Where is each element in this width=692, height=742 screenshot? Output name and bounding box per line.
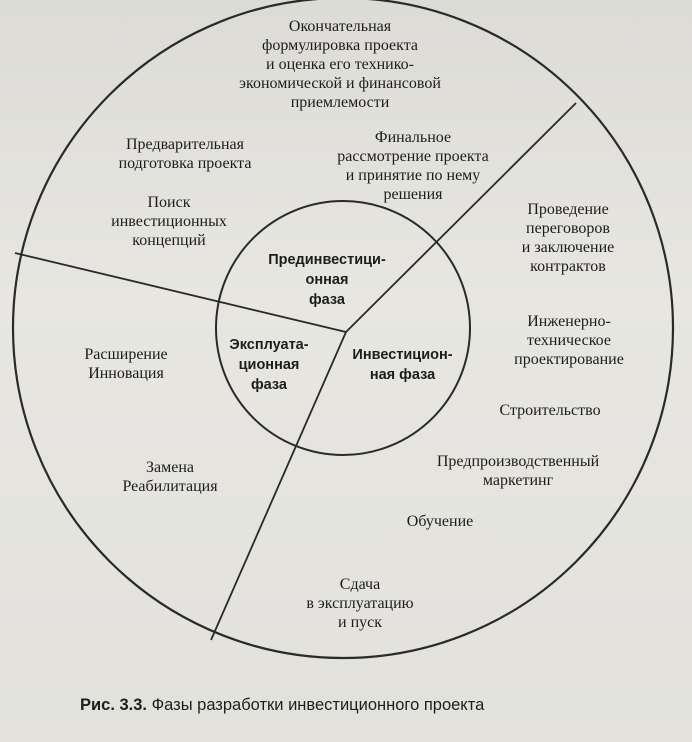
label-final-review: Финальное рассмотрение проекта и приняти… <box>337 129 489 203</box>
figure-caption: Рис. 3.3. Фазы разработки инвестиционног… <box>80 696 640 715</box>
caption-text: Фазы разработки инвестиционного проекта <box>147 696 485 714</box>
inner-circle <box>215 200 471 456</box>
label-pre-investment-phase: Прединвестици- онная фаза <box>268 252 386 308</box>
label-construction: Строительство <box>499 402 601 419</box>
label-expansion-innovation: Расширение Инновация <box>84 346 168 382</box>
label-search-concepts: Поиск инвестиционных концепций <box>111 194 227 249</box>
label-training: Обучение <box>406 513 474 530</box>
label-preliminary-preparation: Предварительная подготовка проекта <box>118 136 252 172</box>
label-commissioning: Сдача в эксплуатацию и пуск <box>306 576 414 631</box>
label-engineering-design: Инженерно- техническое проектирование <box>514 313 624 368</box>
divider-pre-investment-operational <box>14 252 347 333</box>
divider-pre-investment-investment <box>345 102 577 333</box>
label-negotiations: Проведение переговоров и заключение конт… <box>521 201 615 275</box>
label-final-formulation: Окончательная формулировка проекта и оце… <box>239 18 441 111</box>
label-preproduction-marketing: Предпроизводственный маркетинг <box>436 453 600 489</box>
label-replacement-rehabilitation: Замена Реабилитация <box>122 459 218 495</box>
divider-operational-investment <box>210 331 347 641</box>
label-investment-phase: Инвестицион- ная фаза <box>352 347 453 383</box>
label-operational-phase: Эксплуата- ционная фаза <box>229 337 309 393</box>
caption-number: Рис. 3.3. <box>80 696 148 714</box>
outer-circle <box>11 0 675 660</box>
